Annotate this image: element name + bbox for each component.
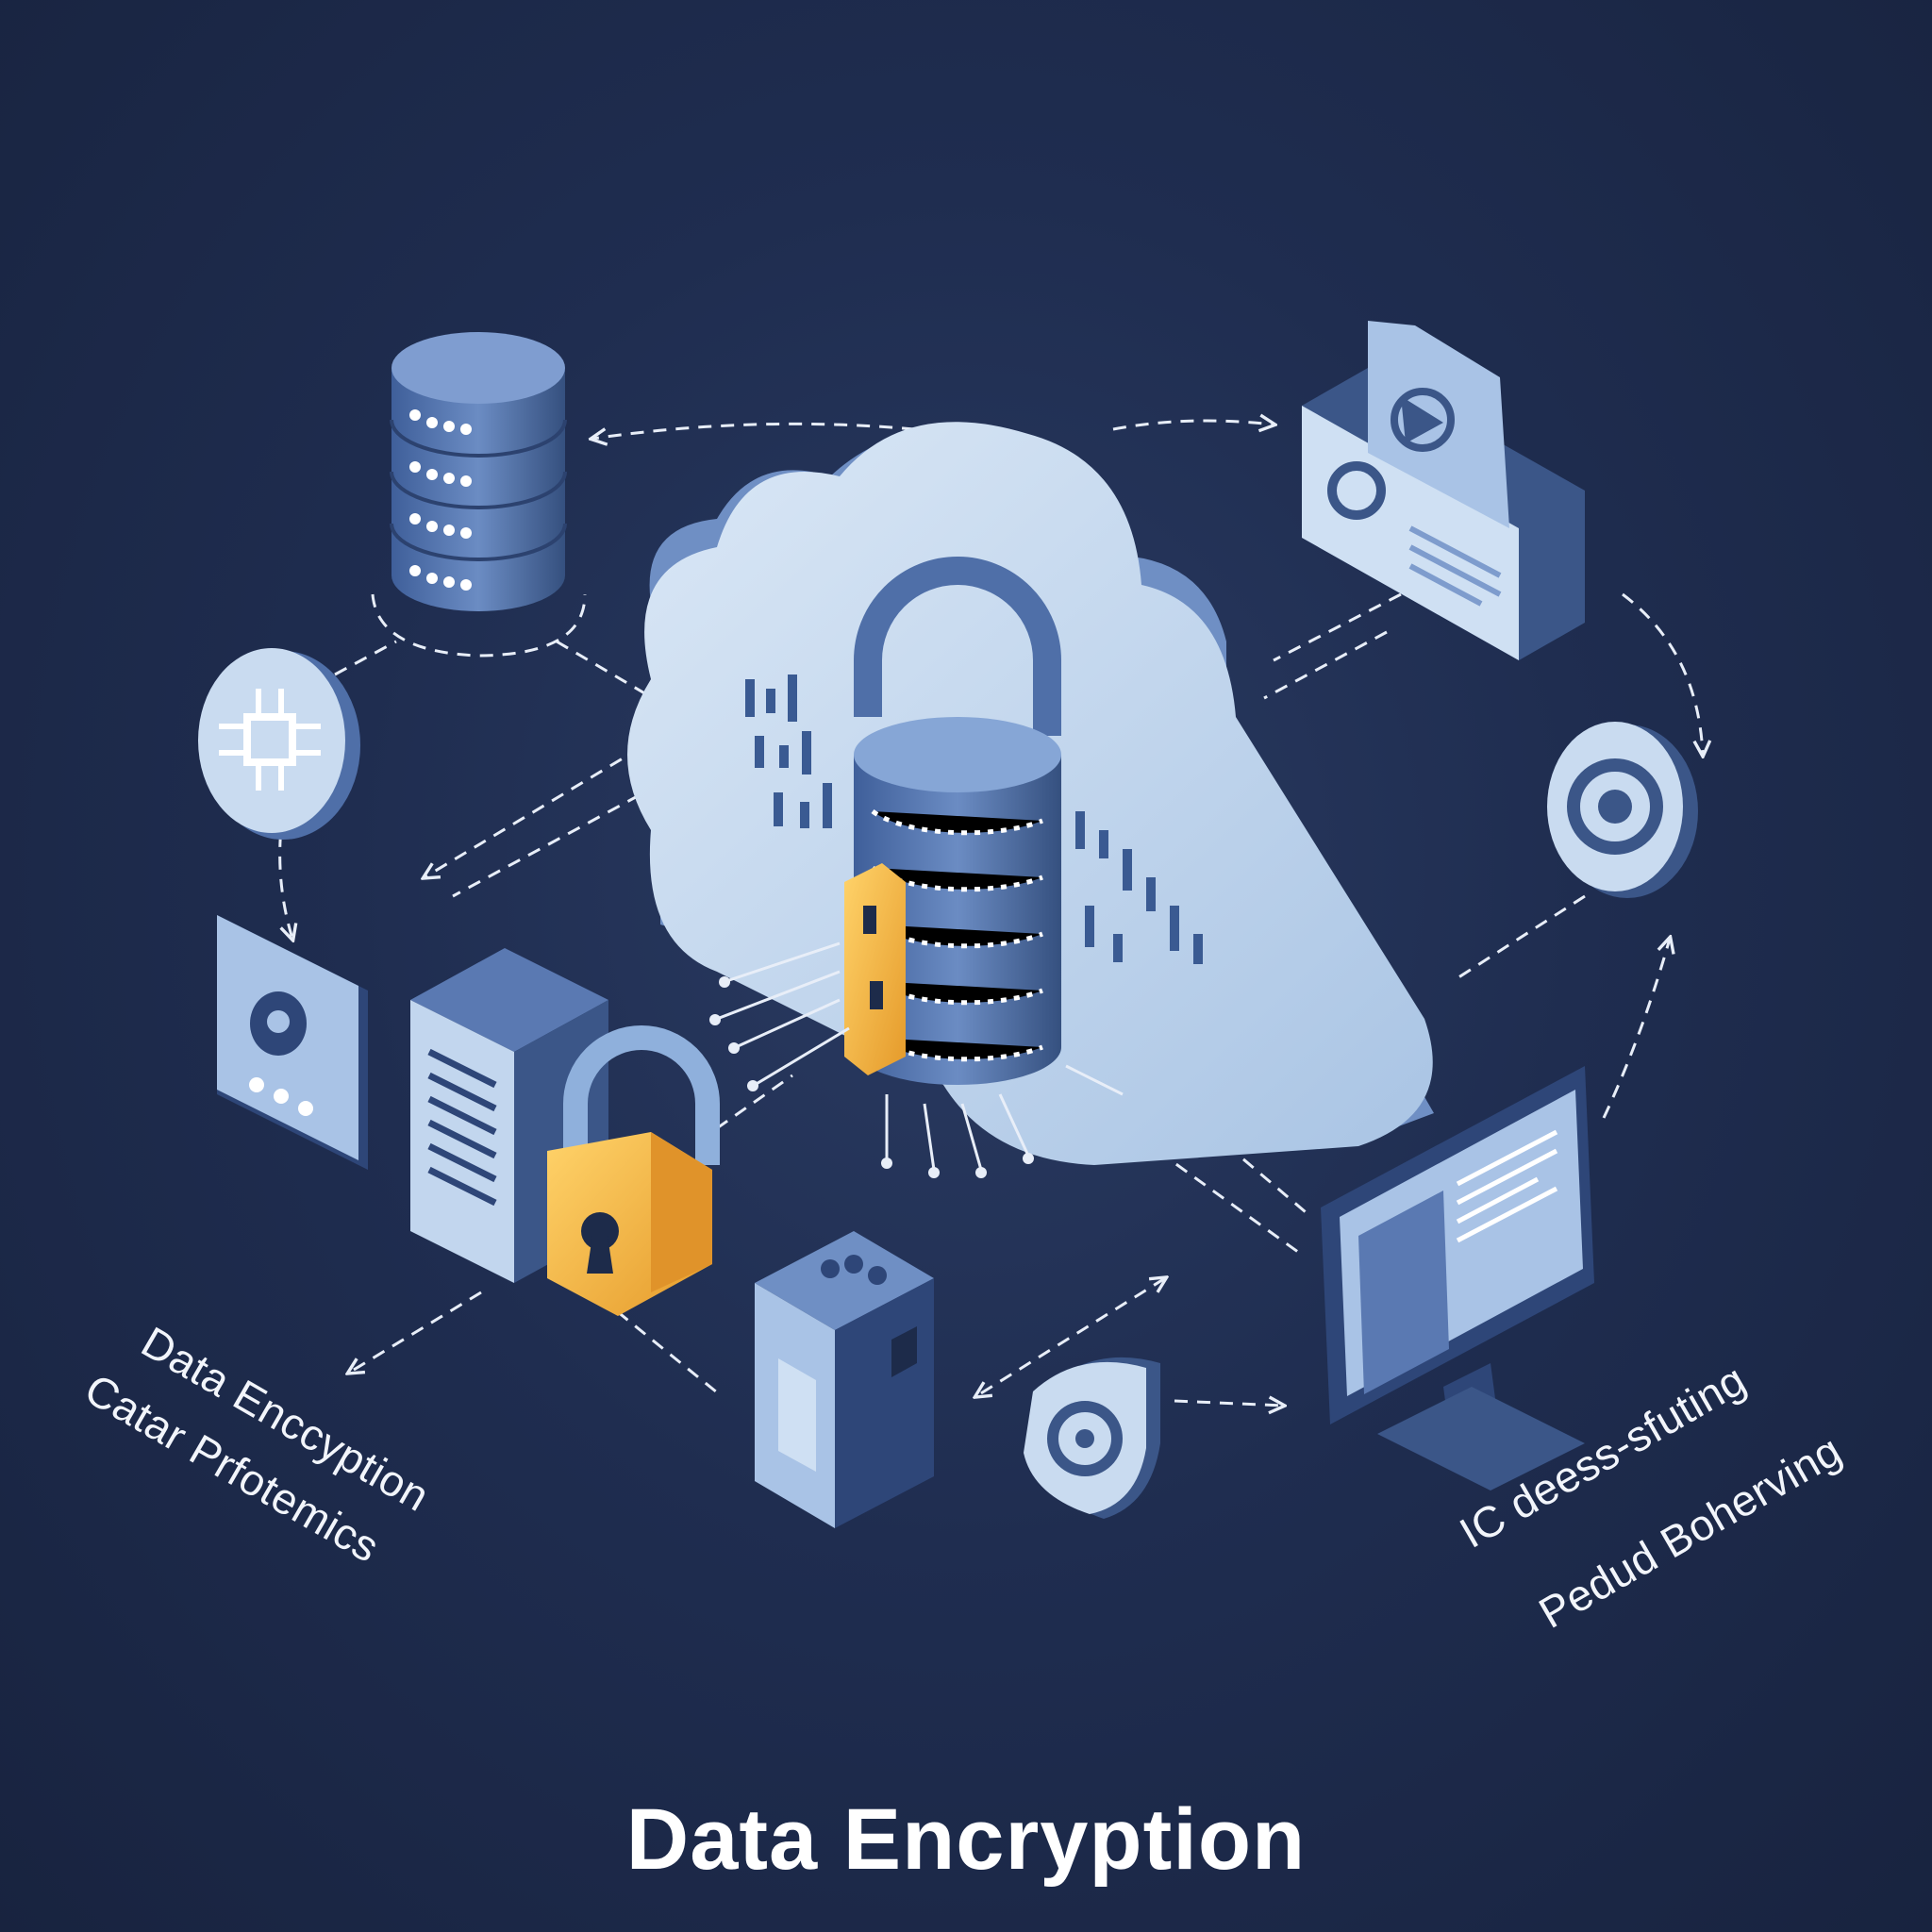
database-icon bbox=[390, 332, 567, 611]
circuit-nodes bbox=[709, 976, 1034, 1178]
connector-server-label bbox=[349, 1291, 482, 1373]
binary-pattern bbox=[745, 675, 1203, 964]
connector-media-target bbox=[1622, 592, 1703, 755]
media-device-icon bbox=[1302, 321, 1585, 660]
connector-cloud-left-2 bbox=[452, 772, 680, 898]
monitor-icon bbox=[1321, 1066, 1594, 1491]
connector-server-box bbox=[546, 1253, 723, 1398]
connector-shield-monitor bbox=[1174, 1401, 1283, 1406]
encrypted-vault-icon bbox=[844, 557, 1061, 1085]
page-title: Data Encryption bbox=[625, 1791, 1307, 1888]
connector-media-cloud-2 bbox=[1263, 630, 1388, 700]
connector-monitor-target bbox=[1602, 939, 1670, 1119]
secure-box-icon bbox=[755, 1231, 934, 1528]
connector-cloud-left bbox=[425, 734, 661, 877]
connector-db-loop bbox=[371, 593, 587, 658]
connector-lock-center bbox=[697, 1074, 793, 1143]
connector-db-cloud bbox=[592, 422, 916, 439]
connector-chip-db bbox=[334, 640, 397, 676]
chip-icon bbox=[198, 648, 360, 840]
connector-box-shield bbox=[976, 1278, 1165, 1396]
connector-media-cloud bbox=[1273, 592, 1402, 662]
target-icon bbox=[1547, 722, 1698, 898]
padlock-icon bbox=[547, 1025, 720, 1316]
circuit-traces bbox=[716, 941, 1124, 1171]
connector-cloud-media bbox=[1112, 421, 1274, 429]
connector-db-center bbox=[556, 640, 718, 738]
connector-target-cloud bbox=[1452, 894, 1586, 983]
tablet-icon bbox=[217, 915, 368, 1170]
shield-icon bbox=[1024, 1357, 1160, 1519]
connector-chip-tablet bbox=[278, 810, 292, 939]
